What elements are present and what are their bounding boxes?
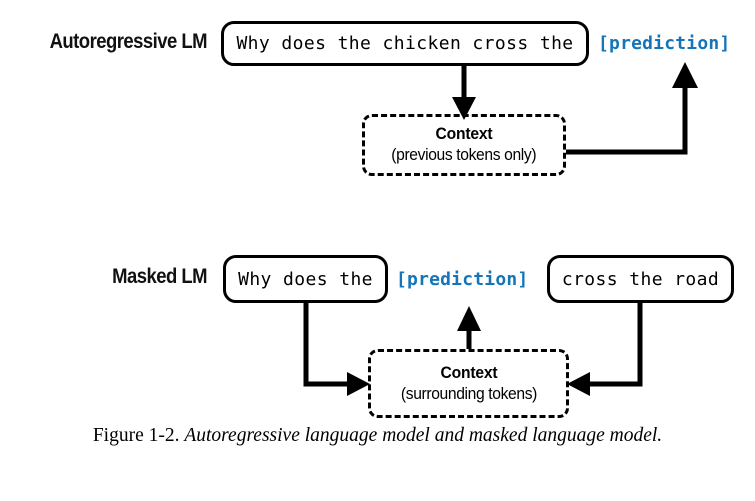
masked-row-label: Masked LM bbox=[112, 265, 207, 288]
ar-tokens-to-context-arrow bbox=[452, 66, 476, 120]
masked-right-token-box: cross the road bbox=[547, 255, 734, 303]
autoregressive-token-box: Why does the chicken cross the bbox=[221, 21, 589, 66]
masked-left-token-text: Why does the bbox=[238, 268, 373, 290]
autoregressive-context-subtitle: (previous tokens only) bbox=[391, 145, 537, 165]
masked-context-title: Context bbox=[440, 362, 497, 382]
autoregressive-token-text: Why does the chicken cross the bbox=[236, 33, 574, 54]
figure-caption: Figure 1-2. Autoregressive language mode… bbox=[60, 424, 695, 447]
mlm-left-to-context-arrow bbox=[303, 303, 370, 396]
autoregressive-context-title: Context bbox=[435, 124, 493, 144]
mlm-context-to-prediction-arrow bbox=[457, 306, 481, 349]
figure-caption-number: Figure 1-2. bbox=[92, 425, 180, 446]
masked-right-token-text: cross the road bbox=[561, 268, 720, 290]
autoregressive-prediction-label: [prediction] bbox=[598, 33, 731, 54]
autoregressive-row-label: Autoregressive LM bbox=[49, 30, 208, 53]
masked-left-token-box: Why does the bbox=[223, 255, 388, 303]
figure-caption-text: Autoregressive language model and masked… bbox=[184, 425, 663, 446]
mlm-right-to-context-arrow bbox=[567, 303, 643, 396]
masked-context-subtitle: (surrounding tokens) bbox=[400, 383, 537, 403]
ar-context-to-prediction-arrow bbox=[566, 62, 698, 155]
masked-context-box: Context (surrounding tokens) bbox=[368, 349, 569, 418]
autoregressive-context-box: Context (previous tokens only) bbox=[362, 114, 566, 176]
masked-prediction-label: [prediction] bbox=[396, 268, 529, 290]
